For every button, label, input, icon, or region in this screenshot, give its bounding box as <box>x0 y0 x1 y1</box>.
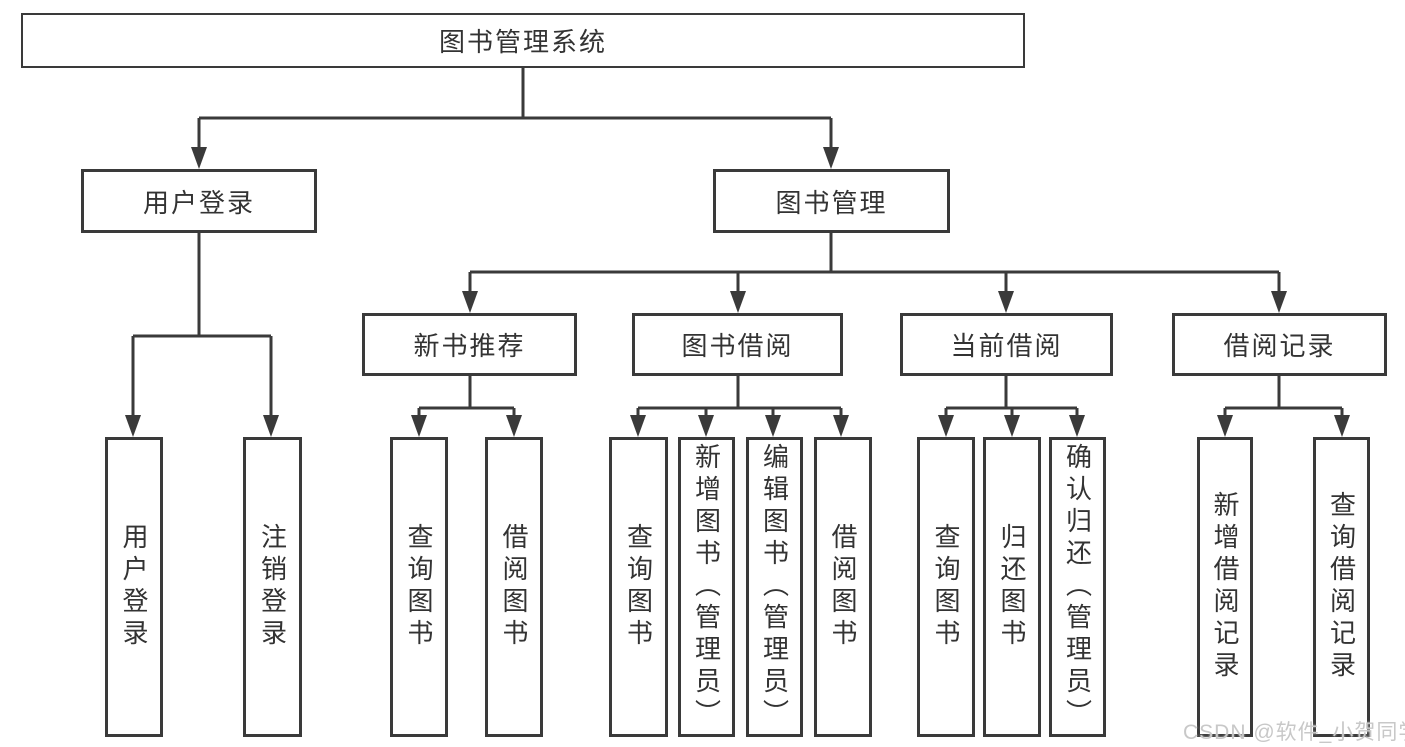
leaf-edit-book-admin-label: 编辑图书（管理员） <box>759 443 790 731</box>
node-root-label: 图书管理系统 <box>438 27 607 57</box>
leaf-query-book-recommend-label: 查询图书 <box>404 523 434 651</box>
leaf-logout-label: 注销登录 <box>257 523 288 651</box>
node-new-book-recommend: 新书推荐 <box>362 313 577 376</box>
node-book-borrow: 图书借阅 <box>632 313 843 376</box>
leaf-return-book-label: 归还图书 <box>997 523 1027 651</box>
leaf-user-login-label: 用户登录 <box>119 523 149 651</box>
leaf-query-book-current-label: 查询图书 <box>931 523 961 651</box>
node-book-management-label: 图书管理 <box>775 187 888 218</box>
leaf-user-login: 用户登录 <box>105 437 163 737</box>
node-book-management: 图书管理 <box>713 169 950 233</box>
leaf-borrow-book-recommend: 借阅图书 <box>485 437 543 737</box>
leaf-confirm-return-admin-label: 确认归还（管理员） <box>1062 443 1093 731</box>
node-new-book-recommend-label: 新书推荐 <box>413 331 526 361</box>
node-user-login-label: 用户登录 <box>142 187 255 218</box>
leaf-confirm-return-admin: 确认归还（管理员） <box>1049 437 1106 737</box>
leaf-logout: 注销登录 <box>243 437 302 737</box>
leaf-query-book-recommend: 查询图书 <box>390 437 448 737</box>
node-current-borrow-label: 当前借阅 <box>950 331 1063 361</box>
leaf-query-book-borrow: 查询图书 <box>609 437 668 737</box>
node-current-borrow: 当前借阅 <box>900 313 1113 376</box>
leaf-add-borrow-record: 新增借阅记录 <box>1197 437 1253 737</box>
leaf-add-book-admin-label: 新增图书（管理员） <box>691 443 722 731</box>
node-borrow-records: 借阅记录 <box>1172 313 1387 376</box>
leaf-query-borrow-record: 查询借阅记录 <box>1313 437 1370 737</box>
node-borrow-records-label: 借阅记录 <box>1223 331 1336 361</box>
leaf-borrow-book-recommend-label: 借阅图书 <box>499 523 529 651</box>
leaf-borrow-book: 借阅图书 <box>814 437 872 737</box>
leaf-query-borrow-record-label: 查询借阅记录 <box>1326 491 1357 683</box>
leaf-query-book-borrow-label: 查询图书 <box>623 523 654 651</box>
leaf-add-book-admin: 新增图书（管理员） <box>678 437 735 737</box>
node-book-borrow-label: 图书借阅 <box>681 331 794 361</box>
node-root: 图书管理系统 <box>21 13 1025 68</box>
leaf-query-book-current: 查询图书 <box>917 437 975 737</box>
leaf-edit-book-admin: 编辑图书（管理员） <box>746 437 803 737</box>
node-user-login: 用户登录 <box>81 169 317 233</box>
leaf-return-book: 归还图书 <box>983 437 1041 737</box>
arrowheads <box>125 147 1350 437</box>
leaf-borrow-book-label: 借阅图书 <box>828 523 858 651</box>
leaf-add-borrow-record-label: 新增借阅记录 <box>1210 491 1240 683</box>
connector-segments <box>131 68 1344 419</box>
csdn-watermark: CSDN @软件_小贺同学 <box>1183 721 1405 744</box>
